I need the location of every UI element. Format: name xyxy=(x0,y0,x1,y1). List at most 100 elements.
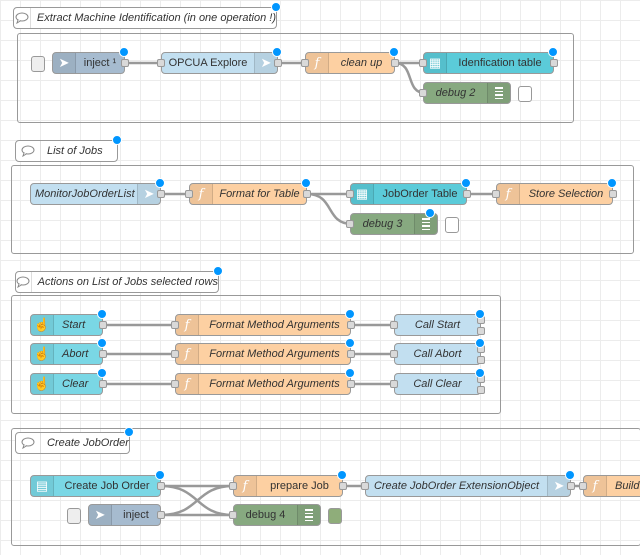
input-port[interactable] xyxy=(390,380,398,388)
output-port[interactable] xyxy=(339,482,347,490)
function-icon: f xyxy=(497,184,520,204)
group-list-of-jobs[interactable] xyxy=(11,165,634,254)
comment-list-of-jobs[interactable]: List of Jobs xyxy=(15,135,122,162)
comment-create-joborder[interactable]: Create JobOrder xyxy=(15,427,134,454)
comment-icon xyxy=(14,8,31,28)
node-monitor-joborder-list[interactable]: MonitorJobOrderList ➤ xyxy=(30,178,165,205)
node-label: Format for Table xyxy=(219,188,300,200)
output-port[interactable] xyxy=(391,59,399,67)
output-port[interactable] xyxy=(550,59,558,67)
debug-toggle-button[interactable] xyxy=(518,86,532,102)
changed-indicator xyxy=(425,208,435,218)
arrow-right-icon: ➤ xyxy=(137,184,160,204)
output-port[interactable] xyxy=(99,350,107,358)
node-label: Abort xyxy=(62,348,89,360)
changed-indicator xyxy=(345,309,355,319)
input-port[interactable] xyxy=(361,482,369,490)
node-format-method-arguments-2[interactable]: f Format Method Arguments xyxy=(171,338,355,365)
arrow-right-icon: ➤ xyxy=(254,53,277,73)
input-port[interactable] xyxy=(171,350,179,358)
node-label: Start xyxy=(62,319,86,331)
node-clear-button[interactable]: ☝ Clear xyxy=(30,368,107,395)
output-port[interactable] xyxy=(463,190,471,198)
node-start-button[interactable]: ☝ Start xyxy=(30,309,107,336)
output-port-2[interactable] xyxy=(477,356,485,364)
node-call-start[interactable]: Call Start xyxy=(390,309,485,336)
comment-label: Extract Machine Identification (in one o… xyxy=(36,12,276,24)
node-identification-table[interactable]: ▦ Idenfication table xyxy=(419,47,558,74)
output-port[interactable] xyxy=(303,190,311,198)
comment-icon xyxy=(16,141,41,161)
node-clean-up[interactable]: f clean up xyxy=(301,47,399,74)
group-actions[interactable] xyxy=(11,295,501,414)
group-machine-identification[interactable] xyxy=(17,33,574,123)
comment-label: Create JobOrder xyxy=(47,437,129,449)
output-port[interactable] xyxy=(567,482,575,490)
node-call-clear[interactable]: Call Clear xyxy=(390,368,485,395)
node-debug-4[interactable]: debug 4 xyxy=(229,504,342,526)
output-port[interactable] xyxy=(99,321,107,329)
input-port[interactable] xyxy=(390,321,398,329)
changed-indicator xyxy=(337,470,347,480)
output-port[interactable] xyxy=(121,59,129,67)
input-port[interactable] xyxy=(157,59,165,67)
node-create-job-order-form[interactable]: ▤ Create Job Order xyxy=(30,470,165,497)
input-port[interactable] xyxy=(419,89,427,97)
output-port-2[interactable] xyxy=(477,327,485,335)
input-port[interactable] xyxy=(579,482,587,490)
arrow-right-icon: ➤ xyxy=(547,476,570,496)
output-port[interactable] xyxy=(609,190,617,198)
output-port[interactable] xyxy=(274,59,282,67)
comment-extract-machine-identification[interactable]: Extract Machine Identification (in one o… xyxy=(13,2,281,29)
output-port[interactable] xyxy=(157,511,165,519)
input-port[interactable] xyxy=(346,190,354,198)
input-port[interactable] xyxy=(301,59,309,67)
changed-indicator xyxy=(345,368,355,378)
changed-indicator xyxy=(155,470,165,480)
table-icon: ▦ xyxy=(424,53,447,73)
node-create-joborder-extensionobject[interactable]: Create JobOrder ExtensionObject ➤ xyxy=(361,470,575,497)
node-prepare-job[interactable]: f prepare Job xyxy=(229,470,347,497)
node-label: clean up xyxy=(340,57,383,69)
changed-indicator xyxy=(112,135,122,145)
node-debug-3[interactable]: debug 3 xyxy=(346,208,459,235)
output-port[interactable] xyxy=(157,482,165,490)
arrow-in-icon: ➤ xyxy=(89,505,112,525)
node-debug-2[interactable]: debug 2 xyxy=(419,82,532,104)
input-port[interactable] xyxy=(229,511,237,519)
output-port[interactable] xyxy=(347,350,355,358)
node-opcua-explore[interactable]: OPCUA Explore ➤ xyxy=(157,47,282,74)
input-port[interactable] xyxy=(346,220,354,228)
node-label: Store Selection xyxy=(528,188,604,200)
input-port[interactable] xyxy=(492,190,500,198)
debug-toggle-button[interactable] xyxy=(445,217,459,233)
input-port[interactable] xyxy=(185,190,193,198)
node-call-abort[interactable]: Call Abort xyxy=(390,338,485,365)
output-port[interactable] xyxy=(99,380,107,388)
node-build-m[interactable]: f Build M xyxy=(579,475,640,497)
comment-actions-on-list[interactable]: Actions on List of Jobs selected rows xyxy=(15,266,223,293)
input-port[interactable] xyxy=(171,380,179,388)
input-port[interactable] xyxy=(390,350,398,358)
debug-toggle-button[interactable] xyxy=(328,508,342,524)
node-joborder-table[interactable]: ▦ JobOrder Table xyxy=(346,178,471,205)
input-port[interactable] xyxy=(229,482,237,490)
inject-trigger-button[interactable] xyxy=(31,56,45,72)
node-format-method-arguments-1[interactable]: f Format Method Arguments xyxy=(171,309,355,336)
node-format-method-arguments-3[interactable]: f Format Method Arguments xyxy=(171,368,355,395)
output-port[interactable] xyxy=(347,321,355,329)
output-port[interactable] xyxy=(157,190,165,198)
output-port[interactable] xyxy=(347,380,355,388)
input-port[interactable] xyxy=(171,321,179,329)
node-inject-1[interactable]: ➤ inject ¹ xyxy=(31,47,129,74)
node-format-for-table[interactable]: f Format for Table xyxy=(185,178,311,205)
group-create-joborder[interactable] xyxy=(11,428,640,546)
input-port[interactable] xyxy=(419,59,427,67)
node-inject-2[interactable]: ➤ inject xyxy=(67,504,165,526)
hand-pointer-icon: ☝ xyxy=(31,315,54,335)
debug-list-icon xyxy=(487,83,510,103)
node-store-selection[interactable]: f Store Selection xyxy=(492,178,617,205)
inject-trigger-button[interactable] xyxy=(67,508,81,524)
output-port-2[interactable] xyxy=(477,386,485,394)
node-abort-button[interactable]: ☝ Abort xyxy=(30,338,107,365)
